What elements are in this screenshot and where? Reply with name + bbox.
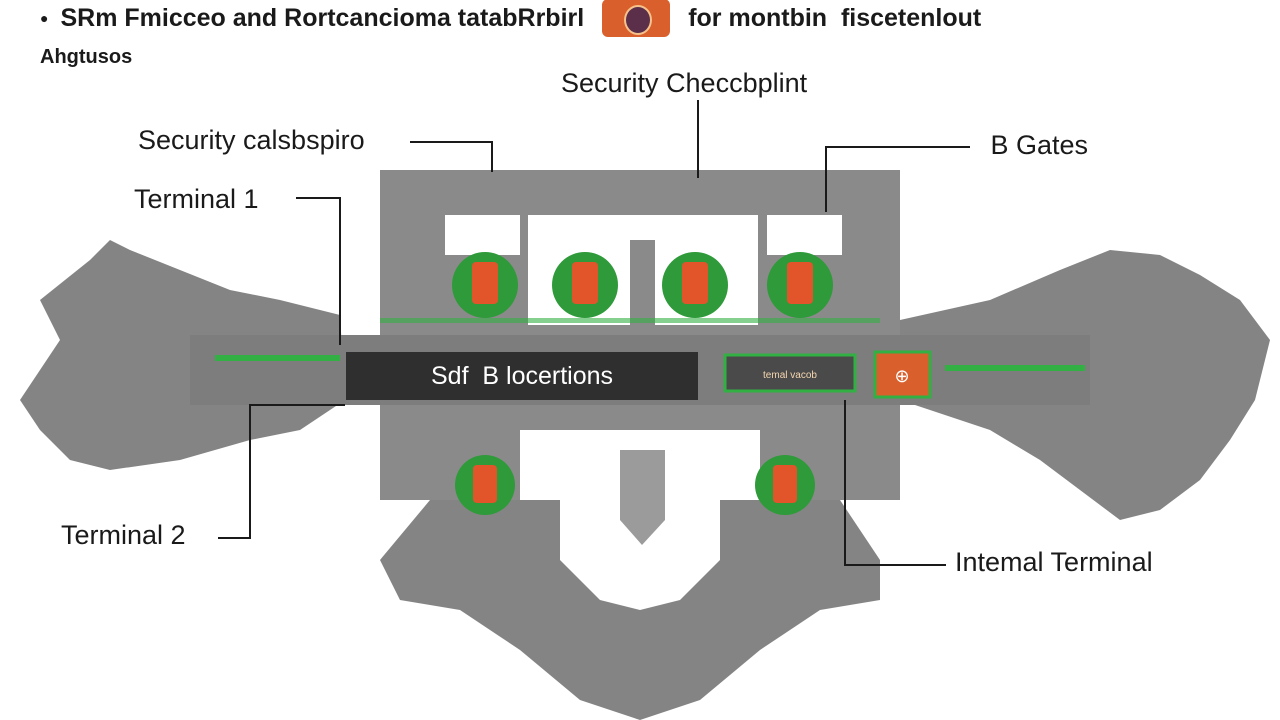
concourse-stripe-top bbox=[380, 318, 880, 323]
gate-bay-1 bbox=[445, 215, 520, 255]
security-checkpoint-icon bbox=[755, 455, 815, 515]
label-terminal-1: Terminal 1 bbox=[134, 184, 259, 215]
locations-banner: Sdf࿿ ࿿ ࿿B locertions bbox=[346, 352, 698, 400]
label-internal-terminal: Intemal Terminal bbox=[955, 547, 1153, 578]
inset-sign-text: temal vacob bbox=[763, 370, 817, 381]
security-checkpoint-icon bbox=[662, 252, 728, 318]
concourse-stripe-right bbox=[945, 365, 1085, 371]
concourse-stripe-left bbox=[215, 355, 340, 361]
security-checkpoint-icon bbox=[767, 252, 833, 318]
label-security-left: Security calsbspiro bbox=[138, 125, 365, 156]
security-checkpoint-icon bbox=[552, 252, 618, 318]
gate-bay-3 bbox=[767, 215, 842, 255]
banner-text: Sdf࿿ ࿿ ࿿B locertions bbox=[431, 362, 613, 391]
label-gates: ࿿ B Gates bbox=[983, 130, 1088, 161]
leader-security-left bbox=[410, 142, 492, 172]
label-terminal-2: Terminal 2 bbox=[61, 520, 186, 551]
security-checkpoint-icon bbox=[455, 455, 515, 515]
label-security-checkpoint-top: Security Checcbplint bbox=[561, 68, 807, 99]
security-checkpoint-icon bbox=[452, 252, 518, 318]
orange-marker-glyph: ⊕ bbox=[894, 366, 909, 386]
gate-bay-divider bbox=[630, 240, 655, 330]
